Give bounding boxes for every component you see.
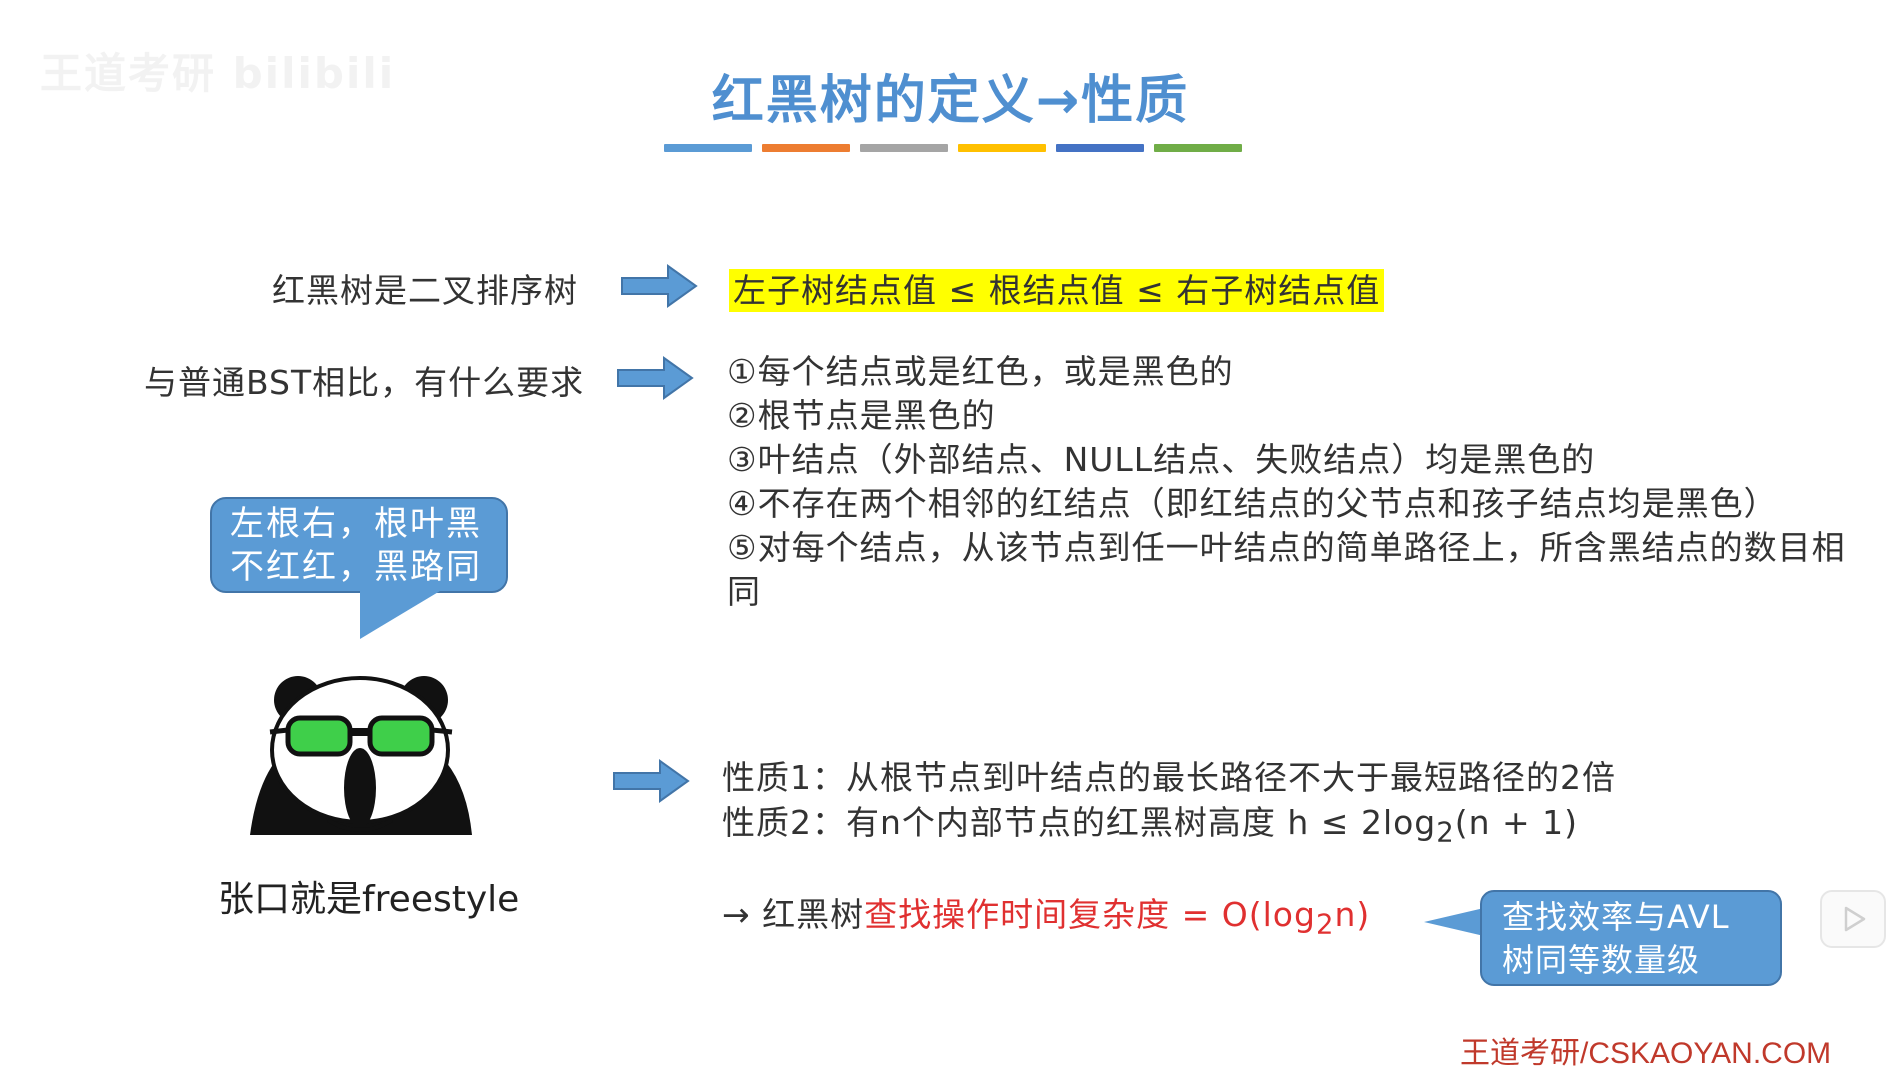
title-bar [1154,144,1242,152]
title-bar [958,144,1046,152]
bst-property-text: 左子树结点值 ≤ 根结点值 ≤ 右子树结点值 [729,269,1385,312]
requirement-list: ①每个结点或是红色，或是黑色的 ②根节点是黑色的 ③叶结点（外部结点、NULL结… [727,350,1857,614]
conclusion-highlight: 查找操作时间复杂度 [864,895,1171,934]
requirement-item: ④不存在两个相邻的红结点（即红结点的父节点和孩子结点均是黑色） [727,484,1778,523]
property-2-suffix: (n + 1) [1454,803,1579,842]
property-2: 性质2：有n个内部节点的红黑树高度 h ≤ 2log2(n + 1) [722,800,1616,856]
requirement-item: ②根节点是黑色的 [727,396,996,435]
note-bubble-tail [1424,908,1484,936]
play-button[interactable] [1820,890,1886,948]
requirement-item: ③叶结点（外部结点、NULL结点、失败结点）均是黑色的 [727,440,1596,479]
arrow-right-icon [617,356,694,400]
conclusion-arrow-icon: → [722,895,751,934]
panda-meme-image [250,676,472,835]
slide-title: 红黑树的定义→性质 [711,71,1190,131]
efficiency-note-bubble: 查找效率与AVL 树同等数量级 [1480,890,1782,986]
bubble-tail [360,591,440,639]
conclusion-formula-suffix: n) [1334,895,1371,934]
title-bar [1056,144,1144,152]
conclusion-formula-prefix: = O(log [1170,895,1316,934]
arrow-right-icon [613,759,690,803]
properties-list: 性质1：从根节点到叶结点的最长路径不大于最短路径的2倍 性质2：有n个内部节点的… [722,755,1616,856]
title-bar [664,144,752,152]
title-color-bars [664,144,1242,152]
property-2-prefix: 性质2：有n个内部节点的红黑树高度 h ≤ 2log [722,803,1437,842]
conclusion-prefix: 红黑树 [762,895,865,934]
play-icon [1844,906,1866,932]
bst-label: 红黑树是二叉排序树 [272,271,578,310]
requirement-item: ①每个结点或是红色，或是黑色的 [727,352,1234,391]
watermark: 王道考研 bilibili [40,49,396,98]
title-bar [762,144,850,152]
property-2-sub: 2 [1436,816,1455,849]
footer-brand: 王道考研/CSKAOYAN.COM [1460,1037,1832,1070]
note-line: 查找效率与AVL [1502,898,1730,936]
title-bar [860,144,948,152]
meme-caption: 张口就是freestyle [218,879,520,920]
note-line: 树同等数量级 [1502,941,1701,979]
bst-property: 左子树结点值 ≤ 根结点值 ≤ 右子树结点值 [729,264,1385,312]
conclusion-formula-sub: 2 [1315,908,1335,941]
mnemonic-bubble: 左根右，根叶黑 不红红，黑路同 [210,497,508,593]
arrow-right-icon [621,264,698,308]
mnemonic-line: 不红红，黑路同 [230,547,482,587]
complexity-conclusion: → 红黑树查找操作时间复杂度 = O(log2n) [722,888,1370,941]
property-1: 性质1：从根节点到叶结点的最长路径不大于最短路径的2倍 [722,758,1616,797]
requirement-item: ⑤对每个结点，从该节点到任一叶结点的简单路径上，所含黑结点的数目相同 [727,528,1846,611]
requirement-label: 与普通BST相比，有什么要求 [144,363,585,402]
mnemonic-line: 左根右，根叶黑 [230,504,482,544]
